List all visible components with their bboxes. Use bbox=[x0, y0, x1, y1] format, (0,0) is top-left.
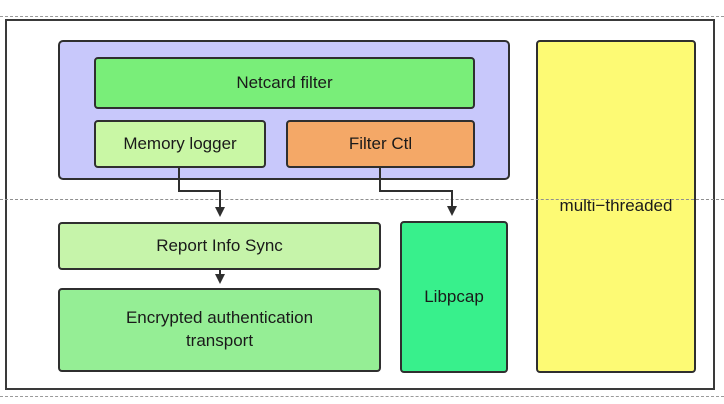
report-info-sync-label: Report Info Sync bbox=[156, 235, 283, 255]
top-dashed-divider bbox=[0, 16, 724, 17]
filter-ctl-box: Filter Ctl bbox=[286, 120, 475, 168]
multi-threaded-label: multi−threaded bbox=[559, 196, 673, 216]
memory-logger-label: Memory logger bbox=[123, 133, 237, 153]
layer-boundary-dashed-line bbox=[0, 199, 724, 200]
libpcap-label: Libpcap bbox=[424, 286, 484, 306]
encrypted-transport-box: Encrypted authentication transport bbox=[58, 288, 381, 372]
encrypted-transport-label: Encrypted authentication transport bbox=[125, 308, 314, 350]
memory-logger-box: Memory logger bbox=[94, 120, 266, 168]
libpcap-box: Libpcap bbox=[400, 221, 508, 373]
netcard-filter-label: Netcard filter bbox=[236, 72, 333, 92]
multi-threaded-box: multi−threaded bbox=[536, 40, 696, 373]
filter-ctl-label: Filter Ctl bbox=[348, 133, 413, 153]
report-info-sync-box: Report Info Sync bbox=[58, 222, 381, 270]
netcard-filter-box: Netcard filter bbox=[94, 57, 475, 109]
bottom-dashed-divider bbox=[0, 396, 724, 397]
